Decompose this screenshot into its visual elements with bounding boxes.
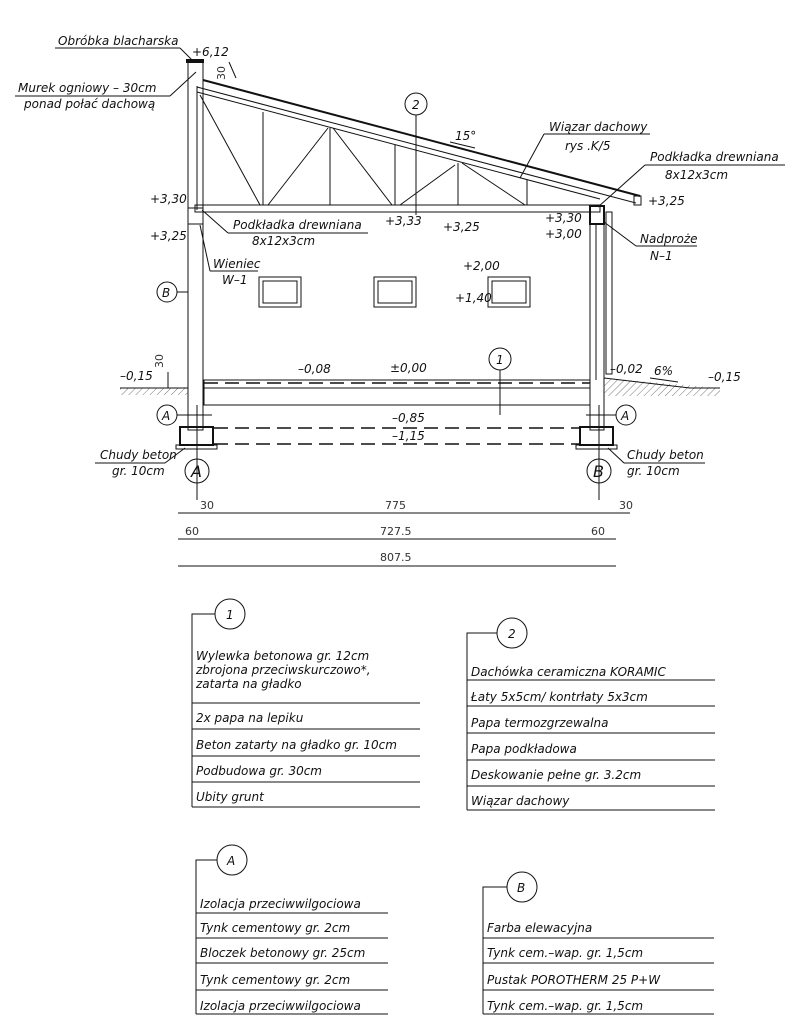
left-wall	[186, 59, 204, 431]
drawing-label: gr. 10cm	[112, 464, 165, 478]
wall-marker-B: B	[156, 281, 188, 303]
right-wall	[589, 205, 613, 431]
foundations	[175, 405, 618, 500]
drawing-label: +2,00	[463, 259, 500, 273]
drawing-label: 775	[385, 499, 406, 512]
axis-marker-A: A	[184, 458, 210, 484]
drawing-label: 2	[508, 627, 516, 641]
drawing-label: 30	[619, 499, 633, 512]
drawing-label: +1,40	[455, 291, 492, 305]
drawing-label: 30	[153, 354, 166, 368]
drawing-label: Tynk cem.–wap. gr. 1,5cm	[487, 999, 643, 1013]
drawing-label: 2	[412, 98, 420, 112]
drawing-label: A	[161, 409, 170, 423]
drawing-label: 1	[226, 608, 234, 622]
drawing-label: B	[517, 881, 525, 895]
drawing-label: B	[593, 462, 604, 481]
drawing-label: +6,12	[192, 45, 229, 59]
drawing-label: Wiązar dachowy	[549, 120, 648, 134]
drawing-label: –1,15	[392, 429, 425, 443]
drawing-label: A	[620, 409, 629, 423]
drawing-label: Wiązar dachowy	[471, 794, 570, 808]
drawing-label: Beton zatarty na gładko gr. 10cm	[196, 738, 397, 752]
drawing-label: Tynk cementowy gr. 2cm	[200, 921, 350, 935]
drawing-label: Izolacja przeciwwilgociowa	[200, 897, 361, 911]
elevation-marks: +6,12 +3,30 +3,25 +3,33 +3,25 +3,30 +3,0…	[120, 45, 741, 443]
drawing-label: 15°	[455, 129, 476, 143]
drawing-label: 30	[215, 66, 228, 80]
annotations: Obróbka blacharska Murek ogniowy – 30cm …	[15, 34, 785, 478]
drawing-label: Wylewka betonowa gr. 12cm	[196, 649, 369, 663]
drawing-label: –0,08	[298, 362, 331, 376]
drawing-label: +3,30	[150, 192, 187, 206]
drawing-label: Chudy beton	[627, 448, 704, 462]
drawing-label: Tynk cem.–wap. gr. 1,5cm	[487, 946, 643, 960]
drawing-label: Papa termozgrzewalna	[471, 716, 608, 730]
drawing-label: Łaty 5x5cm/ kontrłaty 5x3cm	[470, 690, 648, 704]
drawing-label: +3,25	[648, 194, 685, 208]
drawing-label: N–1	[650, 249, 673, 263]
drawing-label: ±0,00	[390, 361, 427, 375]
dimension-lines: 30 775 30 60 727.5 60 807.5	[178, 499, 633, 567]
drawing-label: B	[162, 286, 170, 300]
drawing-label: Dachówka ceramiczna KORAMIC	[471, 665, 666, 679]
drawing-label: 2x papa na lepiku	[196, 711, 304, 725]
roof-truss	[194, 79, 642, 213]
downpipe	[605, 211, 613, 375]
wall-marker-A-left: A	[156, 404, 212, 426]
drawing-label: 60	[185, 525, 199, 538]
drawing-label: Podkładka drewniana	[233, 218, 362, 232]
drawing-label: +3,33	[385, 214, 422, 228]
drawing-label: Podbudowa gr. 30cm	[196, 764, 322, 778]
drawing-label: Farba elewacyjna	[487, 921, 592, 935]
drawing-label: –0,15	[708, 370, 741, 384]
drawing-label: ponad połać dachową	[23, 97, 155, 111]
drawing-label: Izolacja przeciwwilgociowa	[200, 999, 361, 1013]
layer-marker-2: 2	[404, 92, 428, 215]
drawing-label: –0,02	[610, 362, 643, 376]
drawing-label: 8x12x3cm	[252, 234, 315, 248]
legend-B: B Farba elewacyjna Tynk cem.–wap. gr. 1,…	[482, 871, 714, 1015]
drawing-label: Nadproże	[640, 232, 698, 246]
drawing-label: 1	[496, 353, 504, 367]
drawing-label: 60	[591, 525, 605, 538]
drawing-label: gr. 10cm	[627, 464, 680, 478]
drawing-label: zatarta na gładko	[195, 677, 302, 691]
drawing-label: +3,25	[150, 229, 187, 243]
legend-1: 1 Wylewka betonowa gr. 12cm zbrojona prz…	[191, 598, 420, 808]
drawing-label: Ubity grunt	[196, 790, 265, 804]
axis-marker-B: B	[586, 458, 612, 484]
windows	[258, 276, 531, 308]
drawing-label: zbrojona przeciwskurczowo*,	[195, 663, 371, 677]
drawing-label: 8x12x3cm	[665, 168, 728, 182]
drawing-label: Pustak POROTHERM 25 P+W	[487, 973, 661, 987]
floor-slab	[120, 377, 720, 406]
drawing-label: 727.5	[380, 525, 412, 538]
drawing-label: Wieniec	[213, 257, 261, 271]
drawing-label: Tynk cementowy gr. 2cm	[200, 973, 350, 987]
drawing-label: 807.5	[380, 551, 412, 564]
drawing-label: A	[226, 854, 235, 868]
layer-marker-1: 1	[488, 347, 512, 415]
drawing-label: Obróbka blacharska	[58, 34, 178, 48]
drawing-label: 30	[200, 499, 214, 512]
drawing-label: Murek ogniowy – 30cm	[18, 81, 156, 95]
drawing-label: 6%	[654, 364, 673, 378]
drawing-label: +3,00	[545, 227, 582, 241]
legend-A: A Izolacja przeciwwilgociowa Tynk cement…	[195, 844, 388, 1015]
drawing-label: Bloczek betonowy gr. 25cm	[200, 946, 365, 960]
drawing-label: rys .K/5	[565, 139, 610, 153]
drawing-label: W–1	[222, 273, 248, 287]
drawing-label: –0,15	[120, 369, 153, 383]
drawing-label: Deskowanie pełne gr. 3.2cm	[471, 768, 641, 782]
drawing-label: Podkładka drewniana	[650, 150, 779, 164]
drawing-label: –0,85	[392, 411, 425, 425]
drawing-label: +3,25	[443, 220, 480, 234]
drawing-label: Chudy beton	[100, 448, 177, 462]
drawing-label: +3,30	[545, 211, 582, 225]
wall-marker-A-right: A	[586, 404, 637, 426]
legend-2: 2 Dachówka ceramiczna KORAMIC Łaty 5x5cm…	[466, 617, 715, 811]
drawing-label: A	[190, 462, 202, 481]
drawing-label: Papa podkładowa	[471, 742, 577, 756]
